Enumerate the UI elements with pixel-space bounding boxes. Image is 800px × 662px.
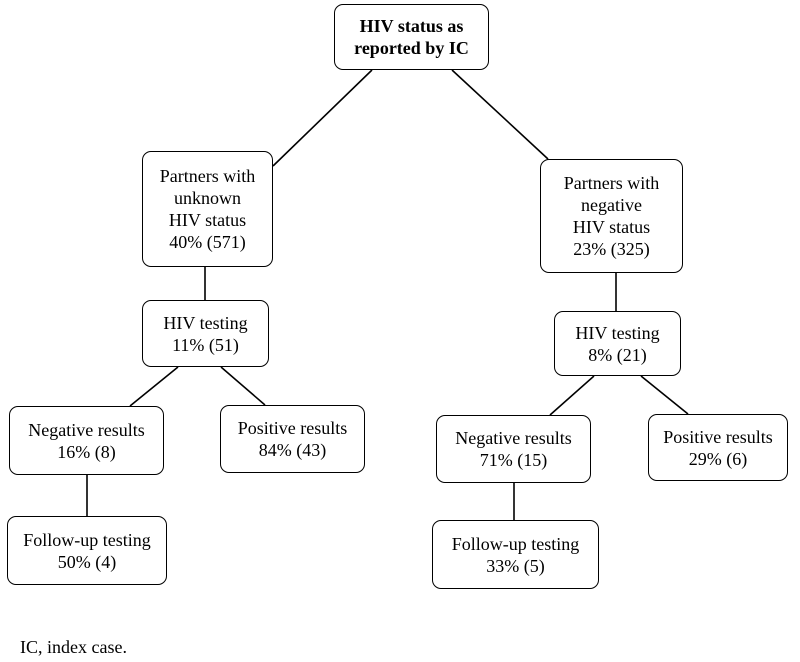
fu-left-line-1: Follow-up testing bbox=[23, 529, 151, 550]
node-partners-unknown-status: Partners with unknown HIV status 40% (57… bbox=[142, 151, 273, 267]
unknown-line-2: unknown bbox=[174, 188, 241, 208]
connector-testing-right-positive bbox=[640, 375, 689, 415]
fu-right-line-2: 33% (5) bbox=[486, 555, 545, 576]
unknown-line-4: 40% (571) bbox=[169, 232, 246, 252]
node-positive-results-right: Positive results 29% (6) bbox=[648, 414, 788, 481]
connector-root-right bbox=[451, 69, 549, 160]
testing-left-line-2: 11% (51) bbox=[172, 334, 239, 355]
negative-status-line-4: 23% (325) bbox=[573, 239, 650, 259]
neg-left-line-1: Negative results bbox=[28, 419, 145, 440]
pos-left-line-1: Positive results bbox=[237, 418, 348, 438]
negative-status-line-3: HIV status bbox=[572, 217, 651, 237]
node-followup-testing-right: Follow-up testing 33% (5) bbox=[432, 520, 599, 589]
node-negative-results-left: Negative results 16% (8) bbox=[9, 406, 164, 475]
node-partners-negative-status: Partners with negative HIV status 23% (3… bbox=[540, 159, 683, 273]
pos-right-line-2: 29% (6) bbox=[688, 448, 748, 469]
negative-status-line-1: Partners with bbox=[563, 173, 660, 193]
node-followup-testing-left: Follow-up testing 50% (4) bbox=[7, 516, 167, 585]
neg-right-line-1: Negative results bbox=[455, 428, 572, 448]
fu-left-line-2: 50% (4) bbox=[57, 551, 117, 572]
fu-right-line-1: Follow-up testing bbox=[451, 533, 580, 554]
pos-right-line-1: Positive results bbox=[663, 426, 773, 447]
footnote: IC, index case. bbox=[20, 637, 127, 657]
connector-testing-right-negative bbox=[549, 375, 595, 416]
node-hiv-testing-right: HIV testing 8% (21) bbox=[554, 311, 681, 376]
neg-right-line-2: 71% (15) bbox=[479, 450, 548, 470]
testing-left-line-1: HIV testing bbox=[163, 312, 248, 333]
node-hiv-testing-left: HIV testing 11% (51) bbox=[142, 300, 269, 367]
unknown-line-1: Partners with bbox=[159, 166, 256, 186]
connector-root-left bbox=[272, 69, 373, 167]
root-node-hiv-status: HIV status as reported by IC bbox=[334, 4, 489, 70]
connector-testing-left-positive bbox=[220, 366, 266, 406]
neg-left-line-2: 16% (8) bbox=[57, 441, 116, 462]
pos-left-line-2: 84% (43) bbox=[258, 440, 327, 460]
unknown-line-3: HIV status bbox=[168, 210, 247, 230]
testing-right-line-1: HIV testing bbox=[575, 322, 660, 343]
node-negative-results-right: Negative results 71% (15) bbox=[436, 415, 591, 483]
testing-right-line-2: 8% (21) bbox=[588, 344, 647, 365]
node-positive-results-left: Positive results 84% (43) bbox=[220, 405, 365, 473]
connector-testing-left-negative bbox=[129, 366, 179, 407]
root-line-1: HIV status as bbox=[359, 16, 464, 36]
root-line-2: reported by IC bbox=[354, 38, 469, 58]
negative-status-line-2: negative bbox=[581, 195, 642, 215]
